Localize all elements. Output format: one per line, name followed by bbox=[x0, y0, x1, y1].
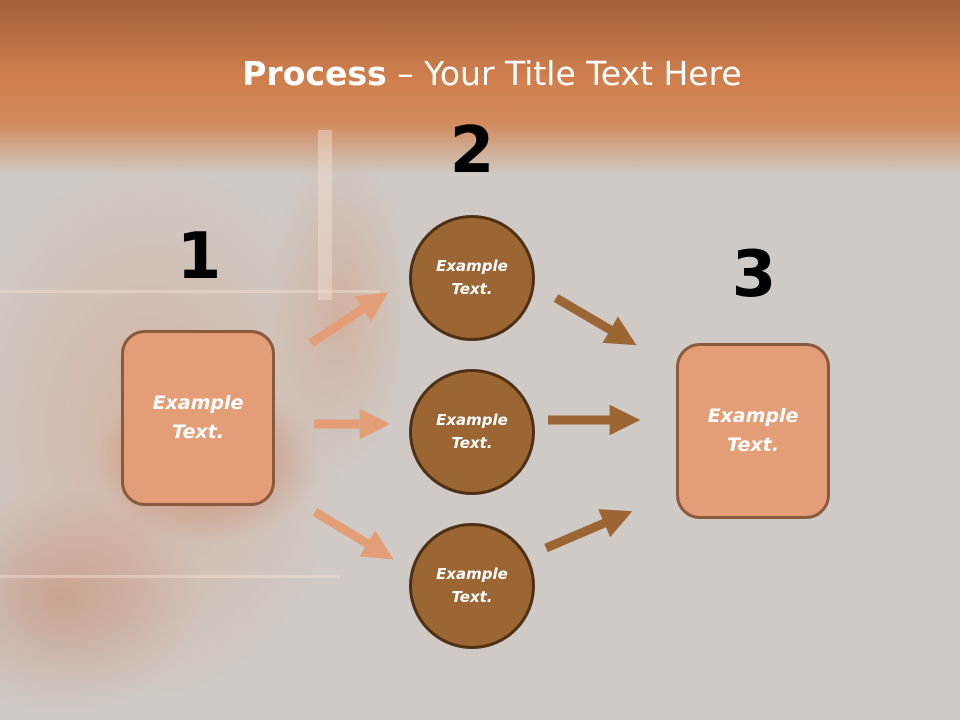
glass-edge bbox=[0, 575, 340, 578]
glass-edge bbox=[0, 290, 380, 293]
step-2-circle-2: Example Text. bbox=[409, 369, 535, 495]
arrow-circle-3-to-3 bbox=[544, 509, 633, 553]
slide-title: Process – Your Title Text Here bbox=[0, 52, 960, 96]
step-1-text: Example Text. bbox=[152, 392, 244, 443]
step-2-circle-1-text: Example Text. bbox=[436, 257, 508, 298]
step-2-circle-2-text: Example Text. bbox=[436, 411, 508, 452]
arrow-circle-1-to-3 bbox=[553, 294, 637, 346]
arrow-1-to-circle-1 bbox=[308, 292, 389, 347]
step-1-box: Example Text. bbox=[121, 330, 275, 506]
title-rest: – Your Title Text Here bbox=[386, 54, 742, 93]
glass-edge bbox=[318, 130, 332, 300]
arrow-1-to-circle-3 bbox=[312, 508, 394, 560]
step-2-circle-1: Example Text. bbox=[409, 215, 535, 341]
step-number-1: 1 bbox=[176, 220, 222, 294]
step-3-box: Example Text. bbox=[676, 343, 830, 519]
step-2-circle-3-text: Example Text. bbox=[436, 565, 508, 606]
title-bold: Process bbox=[242, 54, 387, 93]
step-2-circle-3: Example Text. bbox=[409, 523, 535, 649]
step-number-2: 2 bbox=[449, 114, 495, 188]
step-number-3: 3 bbox=[731, 238, 777, 312]
step-3-text: Example Text. bbox=[707, 405, 799, 456]
